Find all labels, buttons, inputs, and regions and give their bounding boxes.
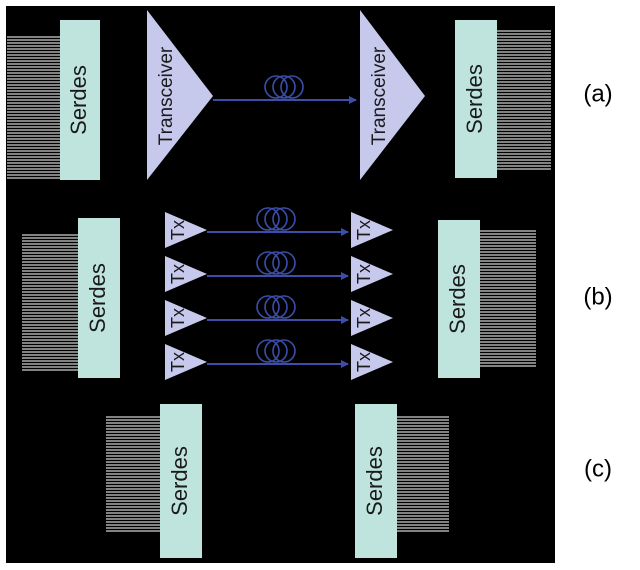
tx-triangle-right bbox=[351, 300, 393, 336]
transceiver-label-a-right: Transceiver bbox=[369, 46, 390, 145]
pins-b-right bbox=[480, 230, 536, 368]
transceiver-a-right bbox=[360, 10, 425, 180]
tx-label-left: Tx bbox=[168, 352, 188, 372]
tx-triangle-right bbox=[351, 344, 393, 380]
serdes-label-c-right: Serdes bbox=[362, 446, 387, 516]
serdes-label-a-right: Serdes bbox=[462, 64, 487, 134]
fiber-coil-icon bbox=[256, 251, 296, 275]
tx-label-left: Tx bbox=[168, 264, 188, 284]
transceiver-a-left bbox=[147, 10, 213, 180]
serdes-block-b-right bbox=[438, 220, 480, 378]
serdes-block-c-right bbox=[355, 404, 397, 558]
serdes-block-a-left bbox=[60, 20, 100, 180]
pins-a-right bbox=[497, 30, 551, 172]
fiber-coil-icon bbox=[256, 207, 296, 231]
tx-label-right: Tx bbox=[354, 352, 374, 372]
tx-label-right: Tx bbox=[354, 220, 374, 240]
tx-label-left: Tx bbox=[168, 308, 188, 328]
panel-label-a: (a) bbox=[583, 80, 612, 107]
panel-a: Serdes Transceiver Transceiver Serdes (a… bbox=[7, 10, 613, 180]
tx-triangle-right bbox=[351, 212, 393, 248]
tx-triangle-left bbox=[165, 256, 207, 292]
tx-channel-3: Tx Tx bbox=[165, 295, 393, 336]
tx-triangle-right bbox=[351, 256, 393, 292]
tx-triangle-left bbox=[165, 344, 207, 380]
pins-a-left bbox=[7, 36, 60, 180]
fiber-coil-icon bbox=[256, 295, 296, 319]
serdes-block-c-left bbox=[160, 404, 202, 558]
pins-c-right bbox=[397, 416, 449, 532]
tx-channel-4: Tx Tx bbox=[165, 339, 393, 380]
panel-label-c: (c) bbox=[584, 455, 612, 482]
fiber-coil-icon bbox=[264, 75, 304, 99]
serdes-label-b-left: Serdes bbox=[85, 263, 110, 333]
tx-channel-2: Tx Tx bbox=[165, 251, 393, 292]
serdes-label-a-left: Serdes bbox=[66, 65, 91, 135]
serdes-label-b-right: Serdes bbox=[445, 264, 470, 334]
tx-label-left: Tx bbox=[168, 220, 188, 240]
serdes-label-c-left: Serdes bbox=[167, 446, 192, 516]
tx-label-right: Tx bbox=[354, 264, 374, 284]
pins-c-left bbox=[106, 416, 160, 532]
serdes-block-a-right bbox=[455, 20, 497, 178]
serdes-block-b-left bbox=[78, 218, 120, 378]
transceiver-label-a-left: Transceiver bbox=[156, 46, 177, 145]
fiber-coil-icon bbox=[256, 339, 296, 363]
pins-b-left bbox=[22, 234, 78, 372]
tx-label-right: Tx bbox=[354, 308, 374, 328]
tx-triangle-left bbox=[165, 212, 207, 248]
panel-c: Serdes Serdes (c) bbox=[106, 404, 612, 558]
tx-channel-1: Tx Tx bbox=[165, 207, 393, 248]
panel-label-b: (b) bbox=[583, 283, 612, 310]
tx-triangle-left bbox=[165, 300, 207, 336]
